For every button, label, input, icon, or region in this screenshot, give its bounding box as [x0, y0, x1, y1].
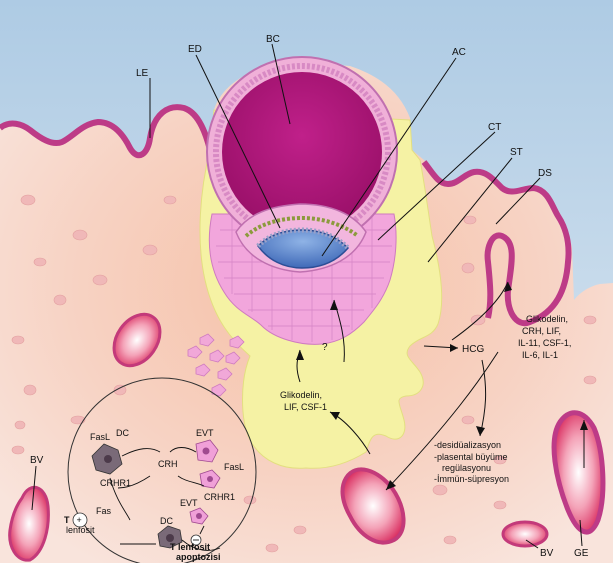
label-ST: ST [510, 147, 523, 158]
label-HCG: HCG [462, 344, 484, 355]
label-question: ? [322, 342, 328, 353]
inset-label-dc-bottom: DC [160, 516, 173, 526]
inset-label-apoptosis-2: apoptozisi [176, 552, 221, 562]
label-BC: BC [266, 34, 280, 45]
inset-label-crhr1-right: CRHR1 [204, 492, 235, 502]
inset-label-fasl-right: FasL [224, 462, 244, 472]
inset-label-evt-top: EVT [196, 428, 214, 438]
inset-label-apoptosis-1: T lenfosit [170, 542, 210, 552]
inset-label-lenfosit: lenfosit [66, 525, 95, 535]
trophoblast-factor-line: Glikodelin, [280, 390, 322, 400]
hcg-effect-line: -İmmün-süpresyon [434, 474, 509, 484]
label-DS: DS [538, 168, 552, 179]
inset-label-fasl-left: FasL [90, 432, 110, 442]
hcg-effect-line: -desidüalizasyon [434, 440, 501, 450]
glandular-factor-line: IL-6, IL-1 [522, 350, 558, 360]
glandular-factor-line: IL-11, CSF-1, [518, 338, 571, 348]
svg-text:+: + [77, 515, 82, 525]
label-CT: CT [488, 122, 501, 133]
glandular-factor-line: CRH, LIF, [522, 326, 561, 336]
label-GE: GE [574, 548, 589, 559]
inset-label-t: T [64, 515, 70, 525]
glandular-factor-line: Glikodelin, [526, 314, 568, 324]
hcg-effect-line: -plasental büyüme [434, 452, 508, 462]
trophoblast-factor-line: LIF, CSF-1 [284, 402, 327, 412]
inset-label-fas: Fas [96, 506, 112, 516]
label-BV-left: BV [30, 455, 44, 466]
label-BV-bottom: BV [540, 548, 554, 559]
label-AC: AC [452, 47, 466, 58]
inset-label-crhr1-left: CRHR1 [100, 478, 131, 488]
label-ED: ED [188, 44, 202, 55]
hcg-effect-line: regülasyonu [442, 463, 491, 473]
label-LE: LE [136, 68, 149, 79]
inset-label-dc-top: DC [116, 428, 129, 438]
inset-label-crh: CRH [158, 459, 178, 469]
blood-vessel-bottom [503, 522, 547, 546]
inset-label-evt-bottom: EVT [180, 498, 198, 508]
